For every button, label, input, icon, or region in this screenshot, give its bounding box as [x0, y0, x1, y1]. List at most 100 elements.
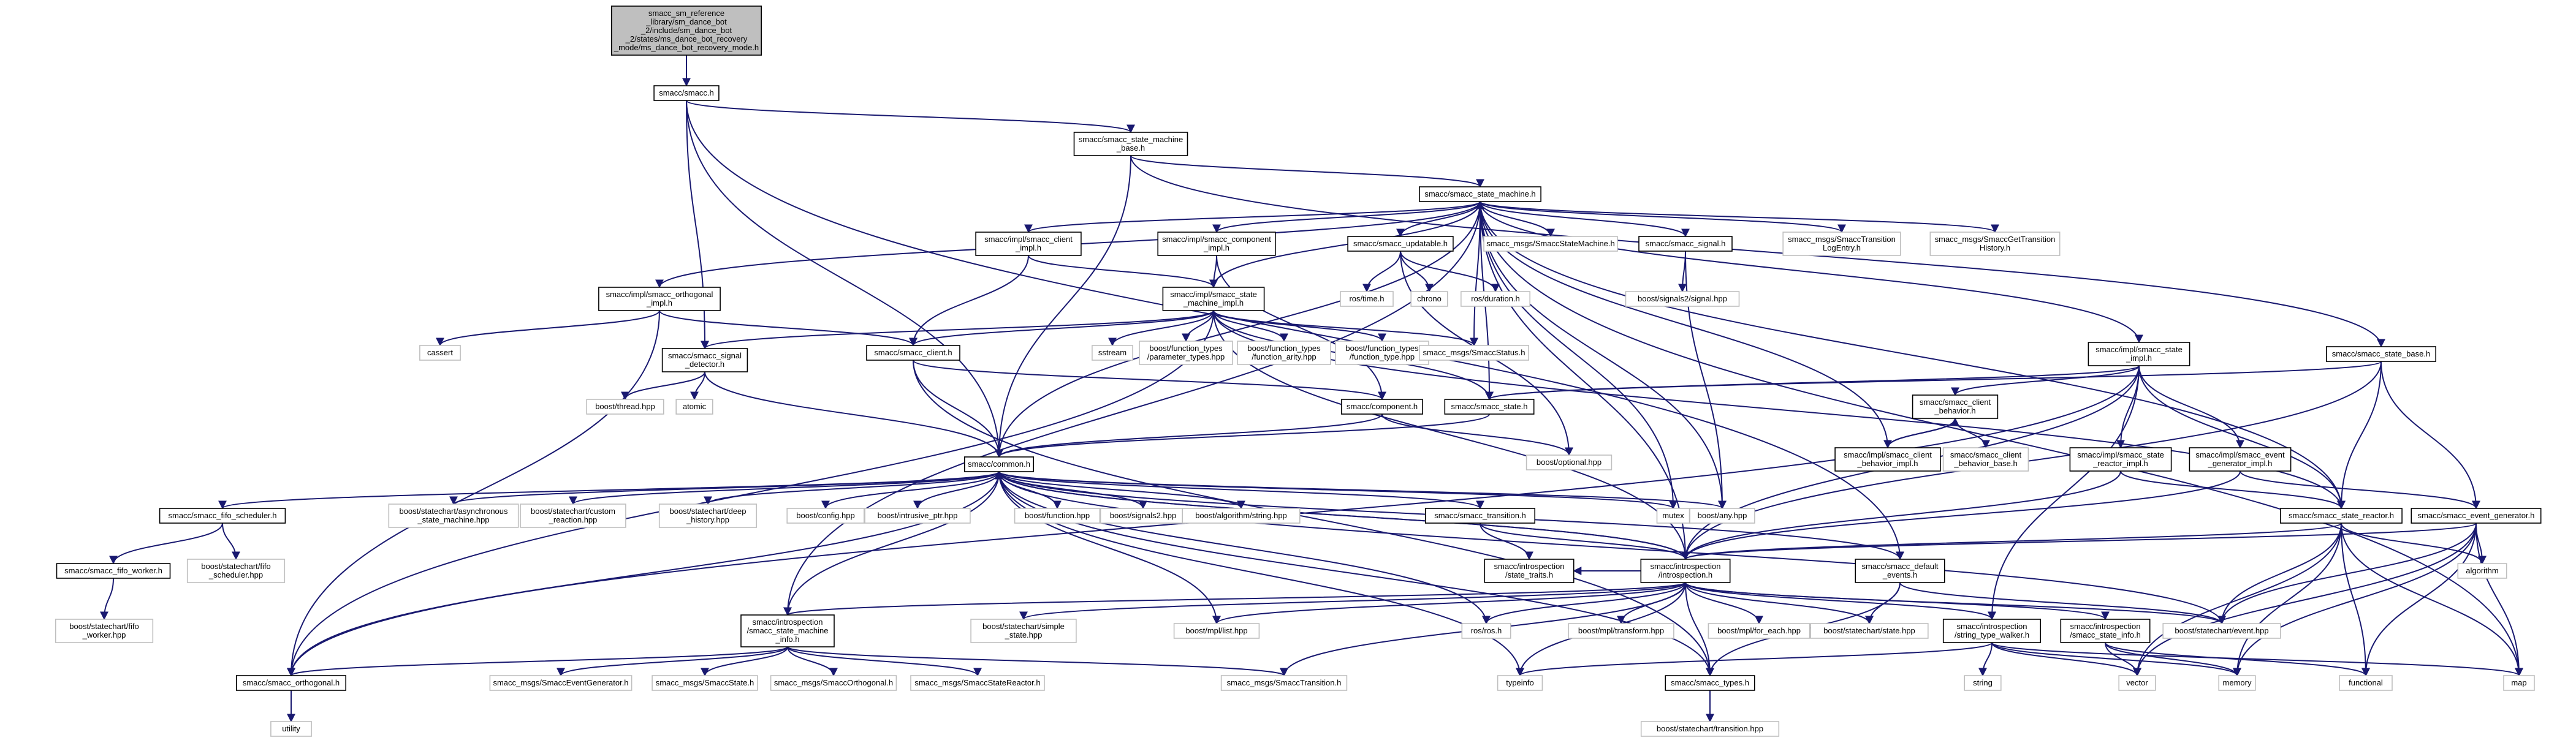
edge-introspection-to-sc_simple — [1019, 582, 1686, 620]
node-label-line: _impl.h — [646, 298, 672, 307]
node-signal_det[interactable]: smacc/smacc_signal_detector.h — [661, 348, 748, 372]
node-box — [1340, 291, 1394, 307]
node-state_impl[interactable]: smacc/impl/smacc_state_impl.h — [2088, 342, 2190, 366]
node-client_beh_impl[interactable]: smacc/impl/smacc_client_behavior_impl.h — [1834, 447, 1941, 472]
node-orthogonal[interactable]: smacc/smacc_orthogonal.h — [235, 675, 346, 691]
edge-smacc_h-to-sm_base — [686, 100, 1135, 134]
edge-transition-to-state_traits — [1480, 522, 1533, 560]
node-state_base[interactable]: smacc/smacc_state_base.h — [2326, 346, 2437, 362]
edge-reactor_impl-to-introspection — [1681, 470, 2121, 560]
node-box — [1638, 236, 1733, 252]
node-algorithm: algorithm — [2457, 563, 2507, 579]
node-label-line: boost/optional.hpp — [1537, 458, 1601, 467]
node-label-line: smacc/impl/smacc_event — [2195, 450, 2285, 459]
node-box — [2189, 447, 2292, 472]
node-label-line: smacc/smacc_state_reactor.h — [2289, 511, 2394, 520]
node-evgen_impl[interactable]: smacc/impl/smacc_event_generator_impl.h — [2189, 447, 2292, 472]
node-box — [2280, 508, 2403, 524]
edge-fifo_sched-to-sc_fifo_sched — [222, 522, 240, 560]
node-label-line: smacc/introspection — [1651, 562, 1721, 571]
edge-updatable-to-ros_time — [1362, 251, 1401, 293]
edge-state_machine-to-msg_tle — [1480, 201, 1846, 233]
node-label-line: smacc/smacc_client.h — [874, 348, 952, 357]
node-label-line: smacc/smacc_state_machine — [1079, 135, 1184, 144]
node-box — [159, 508, 286, 524]
edge-state_reactor-to-memory — [2233, 522, 2342, 677]
edge-event_gen-to-introspection — [1681, 522, 2477, 560]
node-smacc_h[interactable]: smacc/smacc.h — [653, 85, 720, 101]
node-label-line: atomic — [683, 402, 707, 411]
edge-event_gen-to-map — [2475, 522, 2523, 677]
node-state_reactor[interactable]: smacc/smacc_state_reactor.h — [2280, 508, 2403, 524]
node-box — [1173, 623, 1260, 639]
node-client_beh[interactable]: smacc/smacc_client_behavior.h — [1912, 394, 1999, 419]
node-sm_info[interactable]: smacc/introspection/smacc_state_machine_… — [740, 614, 835, 647]
edge-event_gen-to-sc_event — [2217, 522, 2477, 625]
node-label-line: _scheduler.hpp — [208, 570, 263, 579]
node-state_traits[interactable]: smacc/introspection/state_traits.h — [1484, 559, 1575, 583]
edge-common-to-sc_event — [998, 471, 2226, 625]
node-label-line: _impl.h — [2126, 353, 2152, 363]
edge-state_reactor-to-vector — [2133, 522, 2342, 677]
node-msg_trans: smacc_msgs/SmaccTransition.h — [1220, 675, 1348, 691]
node-box — [520, 504, 626, 528]
edge-sm_impl-to-sstream — [1108, 310, 1214, 347]
node-label-line: /smacc_state_info.h — [2070, 630, 2141, 639]
edge-smacc_h-to-default_events — [686, 100, 1904, 560]
node-state_info[interactable]: smacc/introspection/smacc_state_info.h — [2060, 619, 2151, 643]
node-memory: memory — [2218, 675, 2256, 691]
node-sm_base[interactable]: smacc/smacc_state_machine_base.h — [1073, 132, 1188, 156]
node-box — [1410, 291, 1448, 307]
node-reactor_impl[interactable]: smacc/impl/smacc_state_reactor_impl.h — [2069, 447, 2172, 472]
node-label-line: boost/function_types — [1247, 344, 1321, 353]
node-types[interactable]: smacc/smacc_types.h — [1665, 675, 1755, 691]
node-state_machine[interactable]: smacc/smacc_state_machine.h — [1419, 186, 1541, 202]
node-box — [1929, 232, 2061, 256]
node-sm_impl[interactable]: smacc/impl/smacc_state_machine_impl.h — [1162, 287, 1265, 311]
edge-state_reactor-to-sc_event — [2217, 522, 2342, 625]
node-function: boost/function.hpp — [1014, 508, 1101, 524]
node-box — [598, 287, 721, 311]
node-component[interactable]: smacc/component.h — [1341, 399, 1423, 415]
node-box — [610, 6, 762, 56]
node-sc_simple: boost/statechart/simple_state.hpp — [970, 619, 1077, 643]
node-label-line: smacc/impl/smacc_component — [1162, 235, 1271, 244]
edge-introspection-to-common — [995, 470, 1686, 560]
node-state_h[interactable]: smacc/smacc_state.h — [1444, 399, 1535, 415]
node-introspection[interactable]: smacc/introspection/introspection.h — [1640, 559, 1731, 583]
node-orth_impl[interactable]: smacc/impl/smacc_orthogonal_impl.h — [598, 287, 721, 311]
node-box — [770, 675, 897, 691]
node-label-line: smacc_msgs/SmaccTransition.h — [1227, 678, 1342, 687]
node-box — [2218, 675, 2256, 691]
node-label-line: smacc_msgs/SmaccEventGenerator.h — [493, 678, 628, 687]
node-label-line: smacc/smacc_orthogonal.h — [243, 678, 340, 687]
node-signal[interactable]: smacc/smacc_signal.h — [1638, 236, 1733, 252]
node-transition[interactable]: smacc/smacc_transition.h — [1425, 508, 1536, 524]
node-box — [1444, 399, 1535, 415]
node-client_beh_base: smacc/smacc_client_behavior_base.h — [1942, 447, 2029, 472]
node-box — [1625, 291, 1740, 307]
node-label-line: boost/statechart/event.hpp — [2175, 626, 2268, 635]
node-fifo_sched[interactable]: smacc/smacc_fifo_scheduler.h — [159, 508, 286, 524]
node-box — [1497, 675, 1543, 691]
node-label-line: smacc/smacc_default — [1862, 562, 1939, 571]
node-client_impl[interactable]: smacc/impl/smacc_client_impl.h — [975, 232, 1082, 256]
node-client_h[interactable]: smacc/smacc_client.h — [866, 345, 960, 361]
node-updatable[interactable]: smacc/smacc_updatable.h — [1347, 236, 1454, 252]
edge-state_machine-to-signal — [1480, 201, 1690, 238]
node-label-line: _machine_impl.h — [1183, 298, 1244, 307]
node-string: string — [1964, 675, 2002, 691]
edge-event_gen-to-functional — [2361, 522, 2477, 677]
node-root[interactable]: smacc_sm_reference_library/sm_dance_bot_… — [610, 6, 762, 56]
edge-sm_base-to-state_base — [1130, 155, 2385, 348]
node-box — [661, 348, 748, 372]
node-common[interactable]: smacc/common.h — [964, 456, 1035, 472]
node-event_gen[interactable]: smacc/smacc_event_generator.h — [2411, 508, 2542, 524]
node-box — [1568, 623, 1674, 639]
node-type_walker[interactable]: smacc/introspection/string_type_walker.h — [1942, 619, 2042, 643]
edge-introspection-to-mpl_list — [1212, 582, 1686, 625]
node-fifo_worker[interactable]: smacc/smacc_fifo_worker.h — [56, 563, 171, 579]
node-default_events[interactable]: smacc/smacc_default_events.h — [1855, 559, 1945, 583]
node-component_impl[interactable]: smacc/impl/smacc_component_impl.h — [1157, 232, 1276, 256]
node-label-line: _behavior.h — [1934, 406, 1975, 415]
